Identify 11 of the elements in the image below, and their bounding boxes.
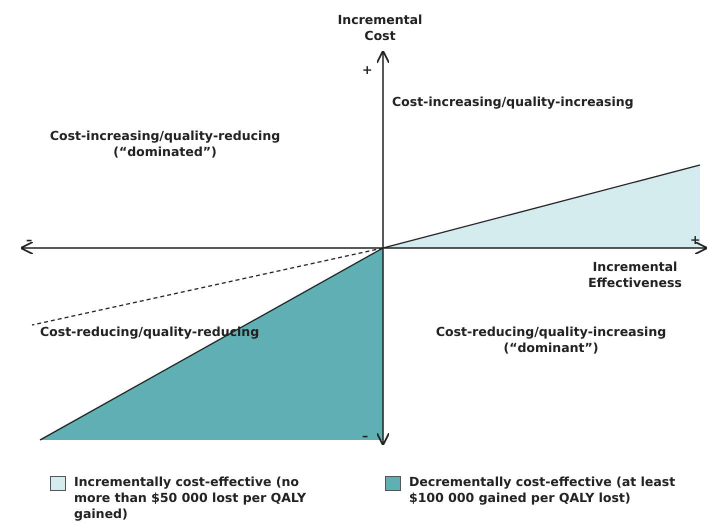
quadrant-label: Cost-increasing/quality-increasing [392,94,634,110]
sign-label: + [690,232,700,248]
legend-label: Incrementally cost-effective (no more than $50 000 lost per QALY gained) [74,474,308,522]
axis-title: Incremental Cost [336,12,424,44]
sign-label: + [362,62,372,78]
sign-label: – [362,428,368,444]
legend-label: Decrementally cost-effective (at least $100 000 gained per QALY lost) [409,474,676,506]
axis-title: Incremental Effectiveness [587,259,683,291]
quadrant-label: Cost-reducing/quality-increasing (“dominant”) [434,324,668,356]
quadrant-label: Cost-increasing/quality-reducing (“dominated”) [48,128,282,160]
sign-label: – [26,232,32,248]
